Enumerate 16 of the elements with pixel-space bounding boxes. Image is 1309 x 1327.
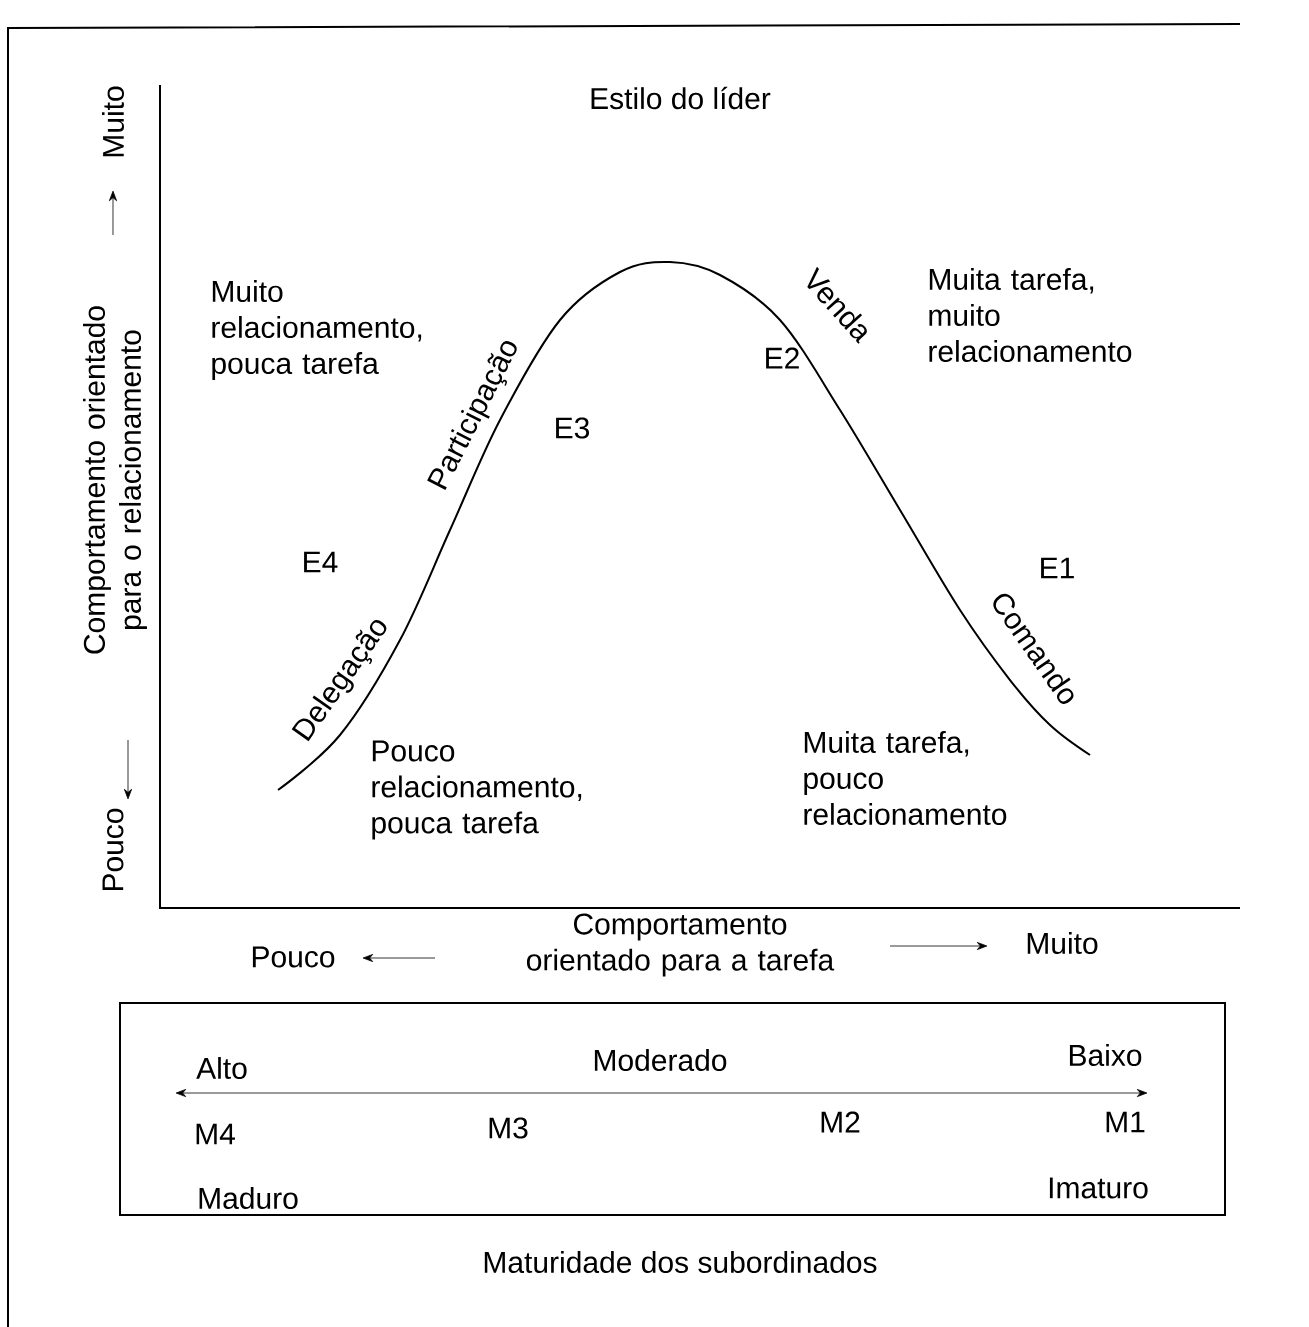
quadrant-code: E4 xyxy=(304,551,338,573)
quadrant-code: E2 xyxy=(766,347,799,369)
quadrant-code: E3 xyxy=(556,417,590,439)
quadrant-label: Muito relacionamento, pouca tarefa xyxy=(212,280,422,380)
quadrant-code: E1 xyxy=(1041,557,1074,579)
axis-end-label: Pouco xyxy=(102,808,124,891)
axis-end-label: Pouco xyxy=(252,946,335,968)
quadrant-label: Muita tarefa, pouco relacionamento xyxy=(804,731,1007,825)
scale-title: Maturidade dos subordinados xyxy=(484,1251,877,1273)
axis-end-label: Muito xyxy=(1027,932,1098,954)
maturity-scale-box: Alto Moderado Baixo M4 M3 M2 M1 Maduro Imaturo xyxy=(119,1002,1226,1216)
axis-end-label: Muito xyxy=(102,86,124,157)
chart-title: Estilo do líder xyxy=(591,86,771,110)
quadrant-label: Muita tarefa, muito relacionamento xyxy=(929,268,1132,362)
quadrant-label: Pouco relacionamento, pouca tarefa xyxy=(372,740,582,840)
axis-title: Comportamento orientado para o relacionamento xyxy=(83,306,147,654)
